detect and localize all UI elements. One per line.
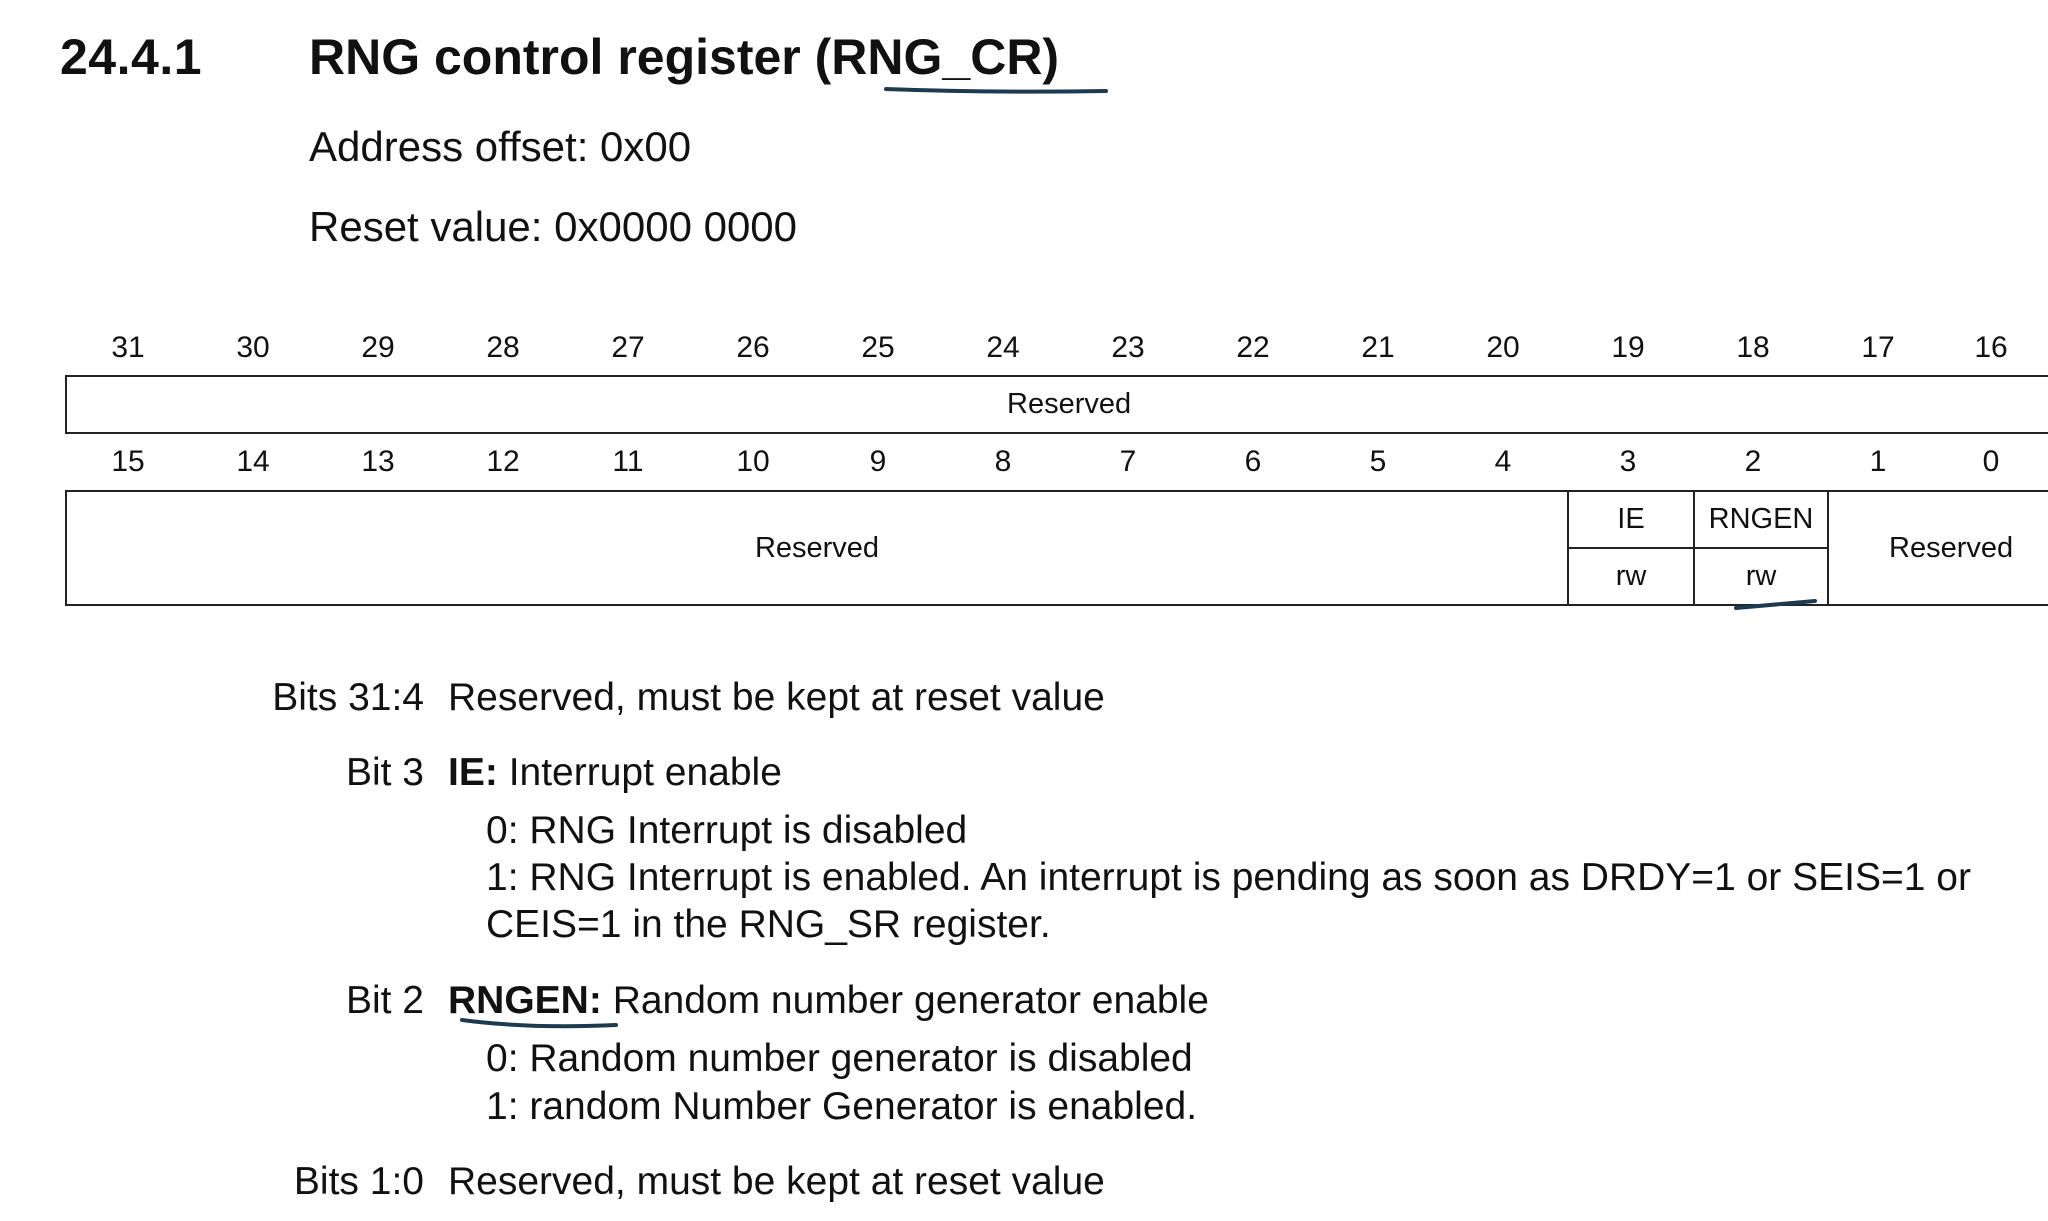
desc-line: 0: RNG Interrupt is disabled: [486, 809, 968, 852]
bit-number: 19: [1611, 331, 1645, 364]
section-number: 24.4.1: [60, 29, 203, 85]
field-title-ie: Interrupt enable: [508, 751, 782, 794]
bit-number: 12: [486, 445, 520, 478]
bit-number: 28: [486, 331, 520, 364]
bit-number: 17: [1861, 331, 1895, 364]
section-title: RNG control register (RNG_CR): [309, 29, 1060, 85]
bit-number: 11: [612, 445, 644, 478]
desc-label-bit-3: Bit 3: [345, 751, 424, 794]
desc-line: 0: Random number generator is disabled: [486, 1037, 1193, 1080]
ie-field: IE rw: [1567, 492, 1693, 604]
bit-number: 8: [994, 445, 1012, 478]
bit-number: 15: [111, 445, 145, 478]
desc-text-bit-2: RNGEN: Random number generator enable: [448, 979, 1209, 1023]
bit-number: 9: [869, 445, 887, 478]
bit-number: 31: [111, 331, 145, 364]
field-name-rngen: RNGEN:: [448, 979, 602, 1022]
bit-number: 16: [1974, 331, 2008, 364]
bit-number: 26: [736, 331, 770, 364]
reserved-field-high: Reserved: [67, 377, 2048, 432]
reserved-field-low: Reserved: [67, 492, 1567, 604]
bit-number: 10: [736, 445, 770, 478]
ie-field-name: IE: [1617, 503, 1645, 535]
ink-underline-title: [884, 87, 1108, 94]
reserved-label: Reserved: [754, 531, 880, 564]
register-row-high: Reserved: [65, 375, 2048, 434]
reset-value: Reset value: 0x0000 0000: [309, 203, 798, 250]
bit-number: 29: [361, 331, 395, 364]
bit-number: 20: [1486, 331, 1520, 364]
desc-text-bits-1-0: Reserved, must be kept at reset value: [448, 1160, 1105, 1203]
bit-number: 6: [1244, 445, 1262, 478]
bit-number: 3: [1619, 445, 1637, 478]
bit-number: 5: [1369, 445, 1387, 478]
bit-number: 13: [361, 445, 395, 478]
register-row-low: Reserved IE rw RNGEN rw Reserved: [65, 490, 2048, 606]
rngen-field-access: rw: [1695, 547, 1827, 604]
desc-text-bits-31-4: Reserved, must be kept at reset value: [448, 676, 1105, 719]
field-title-rngen: Random number generator enable: [612, 979, 1209, 1022]
desc-label-bit-2: Bit 2: [345, 979, 424, 1022]
reserved-field-low-right: Reserved: [1827, 492, 2048, 604]
rngen-field-name: RNGEN: [1708, 503, 1814, 535]
bit-number: 30: [236, 331, 270, 364]
bit-number: 0: [1982, 445, 2000, 478]
bit-number: 21: [1361, 331, 1395, 364]
reserved-label: Reserved: [1007, 388, 1132, 420]
desc-line: 1: RNG Interrupt is enabled. An interrup…: [486, 856, 1971, 899]
desc-line: 1: random Number Generator is enabled.: [486, 1085, 1198, 1128]
field-name-ie: IE:: [448, 751, 498, 794]
bit-number: 18: [1736, 331, 1770, 364]
rngen-field: RNGEN rw: [1693, 492, 1827, 604]
bit-number: 14: [236, 445, 270, 478]
desc-text-bit-3: IE: Interrupt enable: [448, 751, 782, 795]
desc-line: CEIS=1 in the RNG_SR register.: [486, 903, 1051, 946]
bit-number: 27: [611, 331, 645, 364]
bit-number: 24: [986, 331, 1020, 364]
bit-number: 25: [861, 331, 895, 364]
bit-number: 23: [1111, 331, 1145, 364]
desc-label-bits-31-4: Bits 31:4: [272, 676, 424, 719]
bit-number: 7: [1119, 445, 1137, 478]
desc-label-bits-1-0: Bits 1:0: [293, 1160, 424, 1203]
address-offset: Address offset: 0x00: [309, 123, 692, 170]
bit-number: 22: [1236, 331, 1270, 364]
bit-number: 2: [1744, 445, 1762, 478]
bit-number: 4: [1494, 445, 1512, 478]
ie-field-access: rw: [1569, 547, 1693, 604]
bit-number: 1: [1869, 445, 1887, 478]
reserved-label: Reserved: [1889, 531, 2014, 564]
